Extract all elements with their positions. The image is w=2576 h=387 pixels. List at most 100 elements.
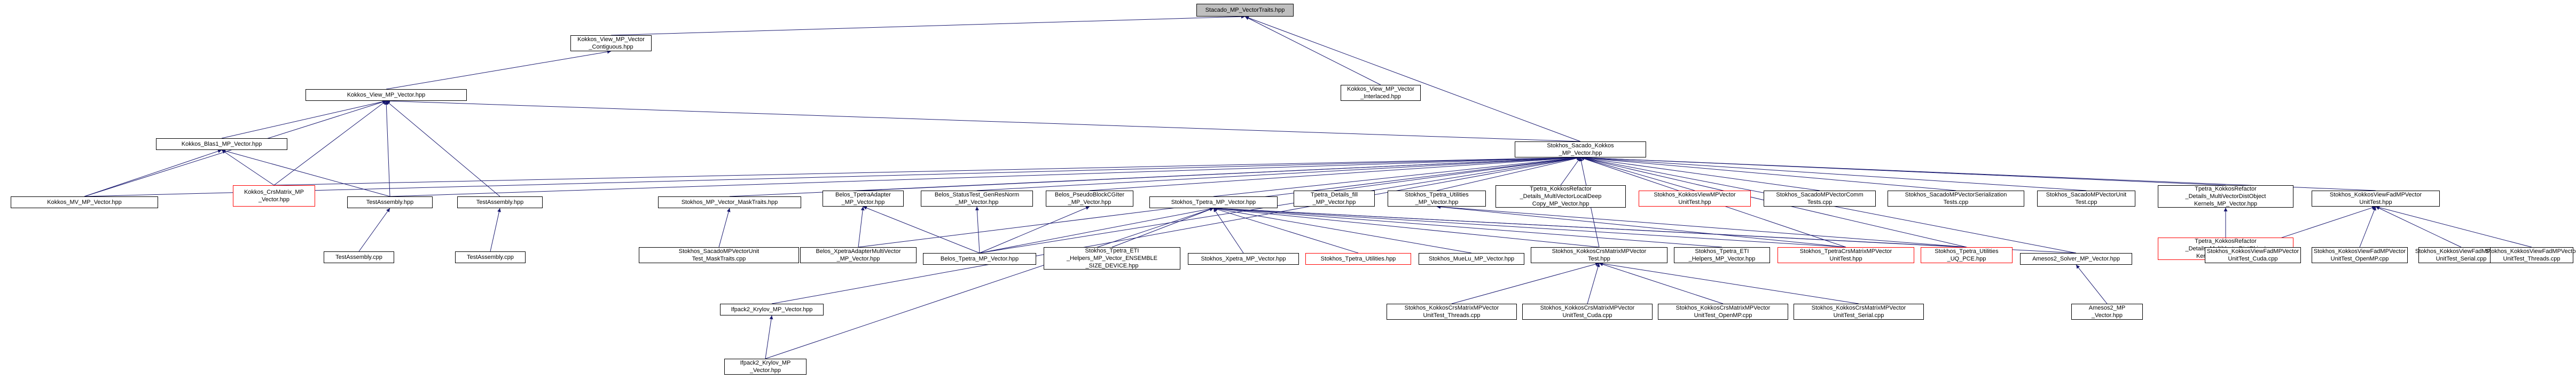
node-n20[interactable]: Tpetra_KokkosRefactor_Details_MultiVecto… [1496, 185, 1626, 208]
node-label-line: Belos_XpetraAdapterMultiVector [816, 248, 901, 255]
node-n0: Stacado_MP_VectorTraits.hpp [1196, 4, 1294, 17]
node-label-line: Amesos2_Solver_MP_Vector.hpp [2032, 256, 2120, 262]
node-label-line: Stokhos_KokkosViewFadMPVector [2329, 192, 2422, 198]
node-n36[interactable]: Stokhos_Xpetra_MP_Vector.hpp [1188, 253, 1299, 265]
node-label-line: Stokhos_KokkosCrsMatrixMPVector [1540, 305, 1635, 311]
node-label-line: _Vector.hpp [258, 196, 290, 203]
node-n42[interactable]: Stokhos_Tpetra_Utilities_UQ_PCE.hpp [1921, 247, 2013, 263]
node-n35[interactable]: Stokhos_Tpetra_ETI_Helpers_MP_Vector_ENS… [1044, 247, 1180, 270]
node-label-line: Kokkos_View_MP_Vector.hpp [347, 92, 426, 98]
node-n12[interactable]: Stokhos_MP_Vector_MaskTraits.hpp [658, 196, 801, 208]
node-n2[interactable]: Kokkos_View_MP_Vector_Interlaced.hpp [1341, 85, 1421, 101]
node-n5[interactable]: Kokkos_Blas1_MP_Vector.hpp [156, 138, 287, 150]
edge-n6-n5 [84, 149, 222, 197]
node-n25[interactable]: Tpetra_KokkosRefactor_Details_MultiVecto… [2158, 185, 2293, 208]
edge-n16-n4 [1089, 155, 1581, 191]
node-label-line: Stokhos_KokkosCrsMatrixMPVector [1404, 305, 1499, 311]
node-n8[interactable]: TestAssembly.hpp [347, 196, 433, 208]
edge-n47-n39 [1587, 263, 1600, 304]
node-label-line: Kokkos_MV_MP_Vector.hpp [47, 199, 122, 206]
edge-n34-n16 [979, 206, 1090, 254]
node-n11[interactable]: TestAssembly.cpp [455, 251, 526, 263]
node-label-line: Copy_MP_Vector.hpp [1532, 201, 1590, 207]
node-label-line: Belos_StatusTest_GenResNorm [934, 192, 1020, 198]
node-n44[interactable]: Ifpack2_Krylov_MP_Vector.hpp [720, 304, 824, 315]
edge-n49-n39 [1599, 262, 1859, 304]
node-label-line: UnitTest_Threads.cpp [1423, 312, 1481, 319]
node-n19[interactable]: Stokhos_Tpetra_Utilities_MP_Vector.hpp [1388, 191, 1486, 207]
node-label-line: Tpetra_KokkosRefactor [2195, 186, 2257, 192]
node-n33[interactable]: Belos_XpetraAdapterMultiVector_MP_Vector… [800, 247, 917, 263]
node-label-line: Stokhos_Tpetra_ETI [1695, 248, 1749, 255]
node-n40[interactable]: Stokhos_Tpetra_ETI_Helpers_MP_Vector.hpp [1674, 247, 1770, 263]
node-label-line: Tests.cpp [1807, 199, 1833, 206]
node-label-line: UnitTest.hpp [2359, 199, 2392, 206]
node-label-line: Stokhos_KokkosViewMPVector [1654, 192, 1736, 198]
node-label-line: Kokkos_CrsMatrix_MP [244, 189, 304, 195]
node-n4[interactable]: Stokhos_Sacado_Kokkos_MP_Vector.hpp [1515, 141, 1646, 157]
node-label-line: UnitTest_Serial.cpp [1833, 312, 1884, 319]
node-n10[interactable]: TestAssembly.cpp [324, 251, 394, 263]
node-label-line: Stokhos_KokkosViewFadMPVector [2415, 248, 2508, 255]
node-n45[interactable]: Ifpack2_Krylov_MP_Vector.hpp [724, 359, 807, 375]
edge-n37-n17 [1213, 207, 1359, 254]
edge-n20-n4 [1560, 157, 1581, 186]
node-label-line: Test.cpp [2075, 199, 2097, 206]
edge-n19-n4 [1436, 156, 1581, 191]
node-n1[interactable]: Kokkos_View_MP_Vector_Contiguous.hpp [570, 35, 652, 51]
edge-n2-n0 [1244, 16, 1381, 85]
node-n50[interactable]: Amesos2_MP_Vector.hpp [2071, 304, 2143, 320]
edge-n38-n17 [1213, 207, 1472, 254]
node-n9[interactable]: TestAssembly.hpp [457, 196, 543, 208]
node-label-line: _SIZE_DEVICE.hpp [1085, 263, 1139, 269]
node-n17[interactable]: Stokhos_Tpetra_MP_Vector.hpp [1149, 196, 1278, 208]
node-label-line: _Helpers_MP_Vector.hpp [1688, 256, 1756, 262]
edge-n4-n0 [1244, 16, 1581, 142]
node-label-line: UnitTest_Cuda.cpp [1562, 312, 1612, 319]
node-n15[interactable]: Belos_StatusTest_GenResNorm_MP_Vector.hp… [921, 191, 1033, 207]
node-label-line: UnitTest_OpenMP.cpp [2330, 256, 2389, 262]
node-label-line: Amesos2_MP [2088, 305, 2126, 311]
edge-n3-n1 [386, 50, 612, 90]
edge-n36-n17 [1213, 208, 1244, 254]
node-n37[interactable]: Stokhos_Tpetra_Utilities.hpp [1305, 253, 1411, 265]
node-n38[interactable]: Stokhos_MueLu_MP_Vector.hpp [1419, 253, 1524, 265]
node-n6[interactable]: Kokkos_MV_MP_Vector.hpp [11, 196, 158, 208]
node-n43[interactable]: Amesos2_Solver_MP_Vector.hpp [2020, 253, 2132, 265]
node-n16[interactable]: Belos_PseudoBlockCGIter_MP_Vector.hpp [1046, 191, 1133, 207]
node-label-line: Ifpack2_Krylov_MP_Vector.hpp [731, 306, 813, 313]
node-n14[interactable]: Belos_TpetraAdapter_MP_Vector.hpp [823, 191, 904, 207]
node-n3[interactable]: Kokkos_View_MP_Vector.hpp [306, 89, 467, 101]
node-label-line: UnitTest_Serial.cpp [2436, 256, 2487, 262]
node-label-line: Stokhos_SacadoMPVectorUnit [678, 248, 760, 255]
node-n18[interactable]: Tpetra_Details_fill_MP_Vector.hpp [1294, 191, 1375, 207]
edge-n35-n17 [1111, 208, 1214, 248]
node-n34[interactable]: Belos_Tpetra_MP_Vector.hpp [923, 253, 1036, 265]
edge-n8-n4 [389, 155, 1581, 197]
edge-n22-n4 [1580, 156, 1820, 191]
node-n7[interactable]: Kokkos_CrsMatrix_MP_Vector.hpp [233, 185, 315, 207]
node-label-line: TestAssembly.hpp [476, 199, 524, 206]
edge-n48-n39 [1599, 262, 1724, 304]
node-label-line: Stokhos_Tpetra_Utilities.hpp [1320, 256, 1396, 262]
edge-n34-n17 [979, 207, 1214, 254]
edge-n8-n3 [384, 100, 390, 197]
node-label-line: Stokhos_Tpetra_Utilities [1405, 192, 1469, 198]
